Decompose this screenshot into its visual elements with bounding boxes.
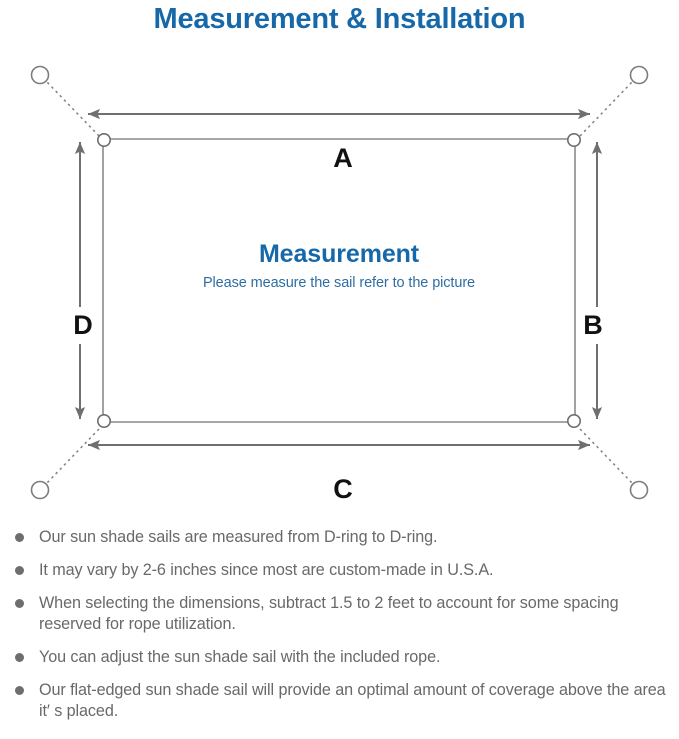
- bullet-icon: [15, 533, 24, 542]
- bullet-icon: [15, 566, 24, 575]
- note-text: It may vary by 2-6 inches since most are…: [39, 561, 494, 579]
- note-text: You can adjust the sun shade sail with t…: [39, 648, 441, 666]
- page-title: Measurement & Installation: [153, 3, 526, 35]
- d-ring-bottom-right: [566, 413, 581, 428]
- note-text: When selecting the dimensions, subtract …: [39, 594, 619, 633]
- note-text: Our flat-edged sun shade sail will provi…: [39, 681, 666, 720]
- bullet-icon: [15, 653, 24, 662]
- anchor-ring-group: [30, 65, 649, 500]
- sail-diagram: A C D B Measurement Please measure the s…: [0, 44, 679, 522]
- bullet-icon: [15, 686, 24, 695]
- anchor-ring-bottom-right: [629, 480, 649, 500]
- list-item: You can adjust the sun shade sail with t…: [12, 647, 674, 668]
- rope-connector-top-right: [579, 80, 634, 137]
- d-ring-top-right: [566, 133, 581, 148]
- note-text: Our sun shade sails are measured from D-…: [39, 528, 438, 546]
- anchor-ring-top-left: [30, 65, 50, 85]
- list-item: Our flat-edged sun shade sail will provi…: [12, 680, 674, 722]
- rope-connector-group: [45, 80, 634, 485]
- list-item: Our sun shade sails are measured from D-…: [12, 527, 674, 548]
- list-item: When selecting the dimensions, subtract …: [12, 593, 674, 635]
- d-ring-bottom-left: [97, 413, 112, 428]
- d-ring-top-left: [97, 133, 112, 148]
- rope-connector-bottom-left: [45, 428, 100, 485]
- anchor-ring-bottom-left: [30, 480, 50, 500]
- sail-body: [102, 138, 576, 423]
- dimension-arrow-group: [74, 108, 603, 451]
- rope-connector-bottom-right: [579, 428, 634, 485]
- bullet-icon: [15, 599, 24, 608]
- anchor-ring-top-right: [629, 65, 649, 85]
- rope-connector-top-left: [45, 80, 100, 137]
- d-ring-group: [97, 133, 581, 428]
- notes-list: Our sun shade sails are measured from D-…: [12, 527, 674, 722]
- list-item: It may vary by 2-6 inches since most are…: [12, 560, 674, 581]
